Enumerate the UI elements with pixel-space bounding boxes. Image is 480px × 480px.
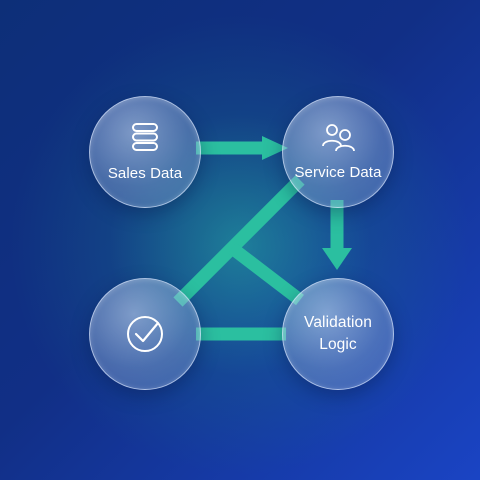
node-label: Validation Logic <box>304 314 372 353</box>
node-label: Sales Data <box>107 165 183 182</box>
check-circle-icon <box>127 316 163 352</box>
node-check <box>89 278 201 390</box>
node-service-data: Service Data <box>282 96 394 208</box>
arrowhead-down <box>322 248 352 270</box>
node-sales-data: Sales Data <box>89 96 201 208</box>
arrowhead-right <box>262 136 288 160</box>
database-icon <box>132 123 158 151</box>
node-label: Service Data <box>294 164 382 181</box>
users-icon <box>322 124 355 152</box>
node-validation-logic: Validation Logic <box>282 278 394 390</box>
edge-service-to-check <box>173 175 305 307</box>
edge-cross-to-validation <box>228 242 304 306</box>
